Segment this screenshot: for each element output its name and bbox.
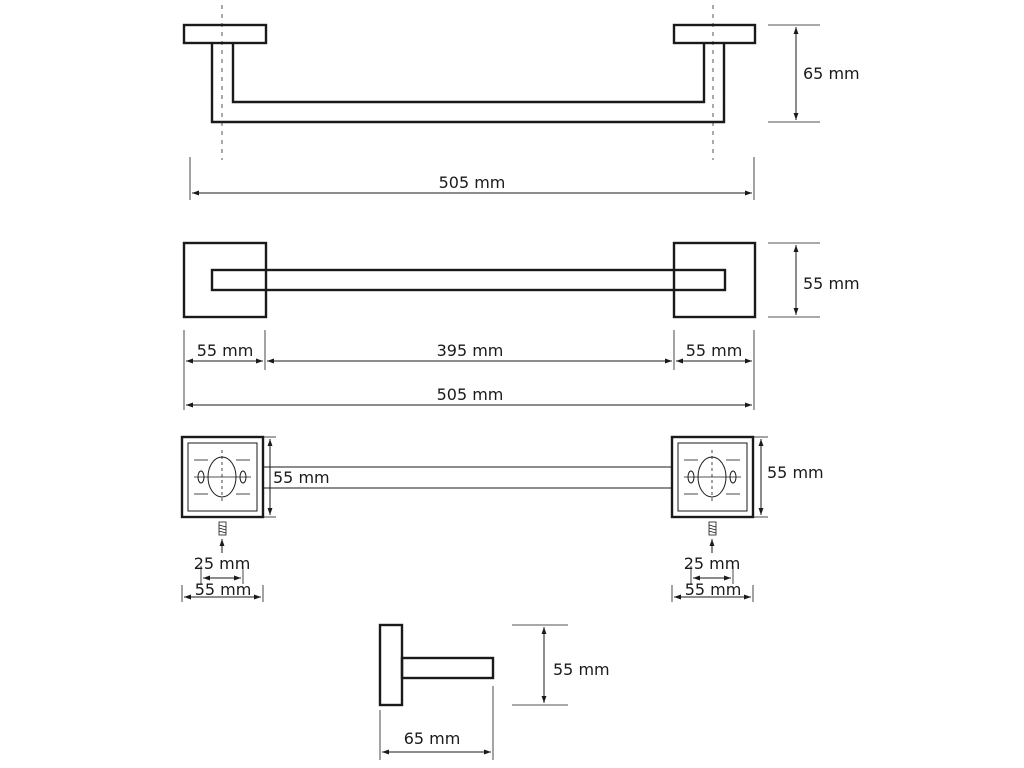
- side-plate: [378, 623, 404, 707]
- right-screw-icon: [708, 521, 717, 536]
- right-mount-inner: [677, 442, 748, 512]
- front-right-label: 55 mm: [686, 341, 743, 360]
- top-width-label: 505 mm: [439, 173, 506, 192]
- side-depth-label: 65 mm: [404, 729, 461, 748]
- screw-thread: [708, 527, 717, 531]
- towel-bar-outline: [210, 43, 726, 124]
- top-view: 65 mm 505 mm: [182, 5, 860, 200]
- right-mount-plate-detail: [670, 435, 755, 519]
- screw-body: [708, 521, 717, 536]
- left-square-plate: [182, 241, 268, 319]
- screw-thread: [218, 530, 227, 534]
- mount-right-hole-label: 25 mm: [684, 554, 741, 573]
- screw-thread: [708, 530, 717, 534]
- side-view: 55 mm 65 mm: [378, 623, 610, 760]
- side-bar: [400, 656, 495, 680]
- front-bar: [210, 268, 727, 292]
- screw-thread: [218, 527, 227, 531]
- mount-left-hole-label: 25 mm: [194, 554, 251, 573]
- front-left-label: 55 mm: [197, 341, 254, 360]
- right-square-plate: [672, 241, 757, 319]
- screw-body: [218, 521, 227, 536]
- right-mount-plate: [672, 23, 757, 45]
- left-mount-plate-detail: [180, 435, 265, 519]
- mount-right-width-label: 55 mm: [685, 580, 742, 599]
- left-screw-icon: [218, 521, 227, 536]
- front-view: 55 mm 55 mm 395 mm 55 mm 505 mm: [182, 241, 860, 410]
- mount-left-width-label: 55 mm: [195, 580, 252, 599]
- left-mount-outer: [180, 435, 265, 519]
- front-height-label: 55 mm: [803, 274, 860, 293]
- screw-thread: [218, 524, 227, 528]
- mount-right-height-label: 55 mm: [767, 463, 824, 482]
- side-height-label: 55 mm: [553, 660, 610, 679]
- left-mount-inner: [187, 442, 258, 512]
- screw-thread: [708, 524, 717, 528]
- left-mount-plate: [182, 23, 268, 45]
- top-height-label: 65 mm: [803, 64, 860, 83]
- right-mount-outer: [670, 435, 755, 519]
- front-total-label: 505 mm: [437, 385, 504, 404]
- front-middle-label: 395 mm: [437, 341, 504, 360]
- mount-left-height-label: 55 mm: [273, 468, 330, 487]
- mounting-view: 55 mm 55 mm 25 mm 55 mm 2: [180, 435, 824, 602]
